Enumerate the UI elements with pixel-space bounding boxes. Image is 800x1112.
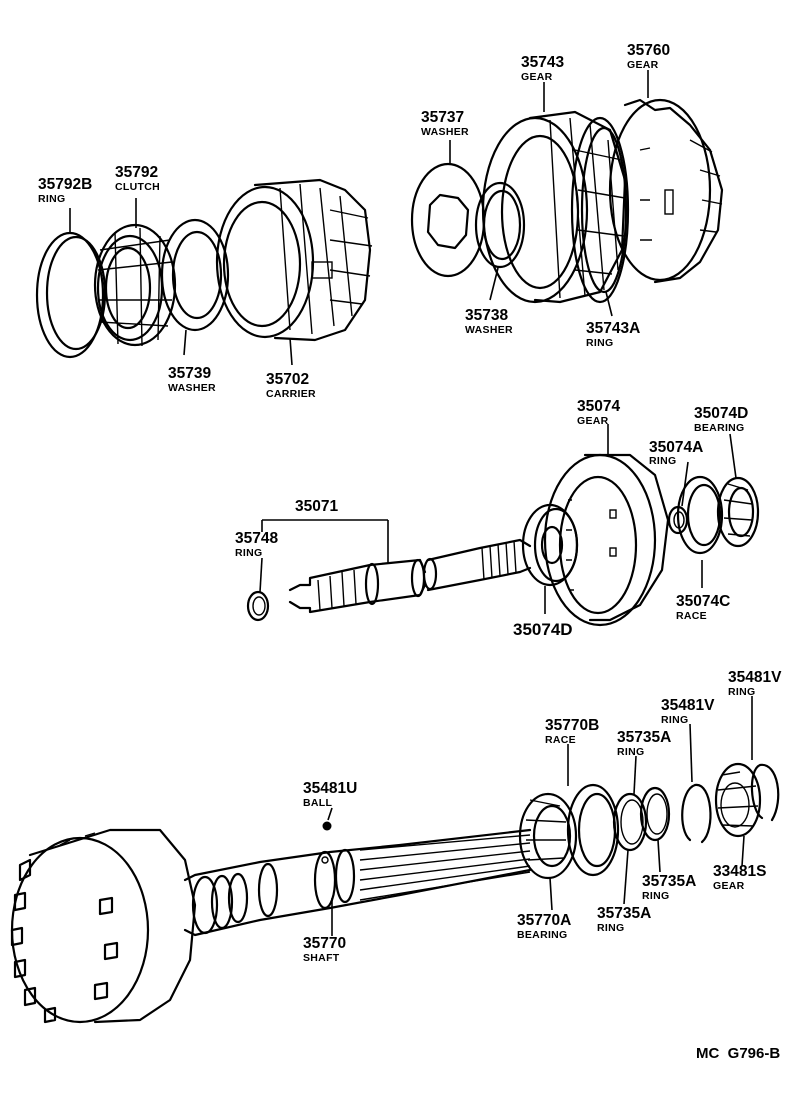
label-35743A-name: RING [586,337,613,349]
label-35074C-number: 35074C [676,593,730,610]
label-35743-name: GEAR [521,71,553,83]
label-35792B-number: 35792B [38,176,92,193]
label-35738-number: 35738 [465,307,508,324]
label-35739-number: 35739 [168,365,211,382]
label-35737-name: WASHER [421,126,469,138]
ring-35481V-top-drawing [750,763,780,822]
label-33481S-number: 33481S [713,863,766,880]
label-35770B-number: 35770B [545,717,599,734]
label-35074A-number: 35074A [649,439,703,456]
label-35481V-mid-name: RING [661,714,688,726]
label-35074C-name: RACE [676,610,707,622]
gear-33481S-drawing [714,762,762,838]
ring-35743A-drawing [570,116,630,304]
label-35792B-name: RING [38,193,65,205]
shaft-35770-drawing [183,828,532,937]
label-35481V-mid-number: 35481V [661,697,715,714]
label-35074D-top-name: BEARING [694,422,745,434]
label-35792-name: CLUTCH [115,181,160,193]
label-35739-name: WASHER [168,382,216,394]
gear-35760-drawing [608,98,724,284]
label-35074D-top-number: 35074D [694,405,748,422]
label-35770-number: 35770 [303,935,346,952]
label-35735A-top-number: 35735A [617,729,671,746]
label-35760-number: 35760 [627,42,670,59]
label-35743A-number: 35743A [586,320,640,337]
label-35074D-bottom-number: 35074D [513,620,573,639]
ring-35481V-mid-drawing [681,783,712,844]
label-35770A-number: 35770A [517,912,571,929]
label-35770A-name: BEARING [517,929,568,941]
bearing-35770A-drawing [518,792,578,880]
gear-35074-drawing [543,453,670,627]
label-35735A-mid-number: 35735A [642,873,696,890]
label-35792-number: 35792 [115,164,158,181]
ring-35735A-right-drawing [639,786,671,842]
washer-35739-drawing [160,218,230,332]
washer-35737-drawing [410,162,486,278]
label-35743-number: 35743 [521,54,564,71]
label-35760-name: GEAR [627,59,659,71]
label-35071-number: 35071 [295,498,338,515]
label-35770B-name: RACE [545,734,576,746]
label-35735A-mid-name: RING [642,890,669,902]
shaft-35071-drawing [288,538,532,614]
label-33481S-name: GEAR [713,880,745,892]
label-35770-name: SHAFT [303,952,340,964]
label-35702-name: CARRIER [266,388,316,400]
label-35481V-top-name: RING [728,686,755,698]
label-35735A-top-name: RING [617,746,644,758]
ring-35792B-drawing [35,231,107,359]
label-35737-number: 35737 [421,109,464,126]
label-35074-name: GEAR [577,415,609,427]
race-35074C-drawing [676,475,724,555]
catalog-code: MC G796-B [696,1045,780,1062]
label-35074A-name: RING [649,455,676,467]
label-35748-name: RING [235,547,262,559]
bearing-35074D-upper-drawing [716,476,760,548]
leader-lines [69,70,753,936]
label-35702-number: 35702 [266,371,309,388]
part-labels: 35792B RING 35792 CLUTCH 35739 WASHER 35… [38,42,782,964]
ring-35735A-left-drawing [612,792,648,852]
carrier-35702-drawing [215,178,373,342]
label-35748-number: 35748 [235,530,278,547]
ring-35748-drawing [246,590,270,622]
label-35481U-number: 35481U [303,780,357,797]
ball-35481U-drawing [322,821,332,831]
label-35074-number: 35074 [577,398,620,415]
label-35481V-top-number: 35481V [728,669,782,686]
drum-drawing [10,828,197,1024]
label-35481U-name: BALL [303,797,332,809]
gear-35743-drawing [481,110,627,304]
label-35738-name: WASHER [465,324,513,336]
label-35735A-bottom-number: 35735A [597,905,651,922]
label-35735A-bottom-name: RING [597,922,624,934]
